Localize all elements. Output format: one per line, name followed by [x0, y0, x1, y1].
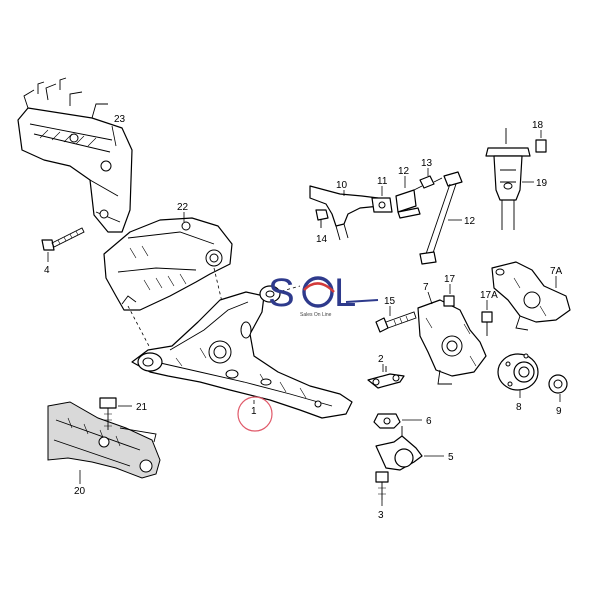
bolt-part-3	[375, 471, 389, 500]
ball-joint-part-5	[375, 426, 423, 471]
bolt-part-4	[41, 227, 85, 251]
callout-8: 8	[516, 402, 522, 413]
strut-part-21	[485, 128, 531, 230]
callout-3: 3	[378, 510, 384, 521]
link-part-12	[419, 171, 463, 265]
logo-letter-s: S	[268, 271, 295, 315]
callout-17: 17	[444, 274, 456, 285]
callout-4: 4	[44, 265, 50, 276]
logo-letter-o	[302, 276, 334, 308]
callout-11: 11	[377, 176, 388, 187]
callout-12-label: 12	[464, 216, 476, 227]
callout-16: 15	[384, 296, 396, 307]
nut-part-17	[443, 295, 455, 307]
bracket-part-23	[103, 217, 233, 311]
nut-part-15	[315, 209, 329, 228]
nut-part-6	[373, 413, 401, 429]
callout-10: 10	[336, 180, 348, 191]
shield-part-19	[47, 401, 161, 479]
sol-logo: S L Sales On Line	[268, 271, 379, 318]
hub-part-8	[497, 353, 539, 391]
callout-19: 20	[74, 486, 86, 497]
callout-14: 13	[421, 158, 433, 169]
control-arm-part-1	[131, 285, 353, 419]
callout-15: 14	[316, 234, 328, 245]
callout-2: 2	[378, 354, 384, 365]
bushing-part-13	[395, 189, 421, 219]
callout-22: 23	[114, 114, 126, 125]
clamp-part-11	[371, 197, 393, 213]
callout-5: 5	[448, 452, 454, 463]
subframe-part-22	[17, 77, 133, 233]
callout-21: 19	[536, 178, 548, 189]
bolt-part-18	[481, 311, 493, 336]
callout-20: 21	[136, 402, 148, 413]
logo-tagline: Sales On Line	[300, 312, 332, 318]
callout-1: 1	[251, 406, 257, 417]
knuckle-part-7	[417, 299, 487, 385]
callout-7a: 7A	[550, 266, 563, 277]
callout-9: 9	[556, 406, 562, 417]
plate-part-2	[367, 366, 405, 389]
nut-part-9	[548, 374, 568, 394]
callout-6: 6	[426, 416, 432, 427]
callout-7: 7	[423, 282, 429, 293]
knuckle-part-7a	[491, 261, 571, 331]
callout-23: 22	[177, 202, 189, 213]
bolt-part-20	[99, 397, 117, 430]
bolt-part-14	[413, 175, 435, 191]
callout-13: 12	[398, 166, 410, 177]
bolt-part-16	[375, 311, 417, 333]
logo-letter-l: L	[334, 271, 356, 315]
highlight-ring-part-1	[237, 396, 273, 432]
callout-18: 17A	[480, 290, 498, 301]
stabilizer-bar-part-10	[309, 185, 381, 241]
callout-17a: 18	[532, 120, 544, 131]
nut-part-17a	[535, 139, 547, 153]
